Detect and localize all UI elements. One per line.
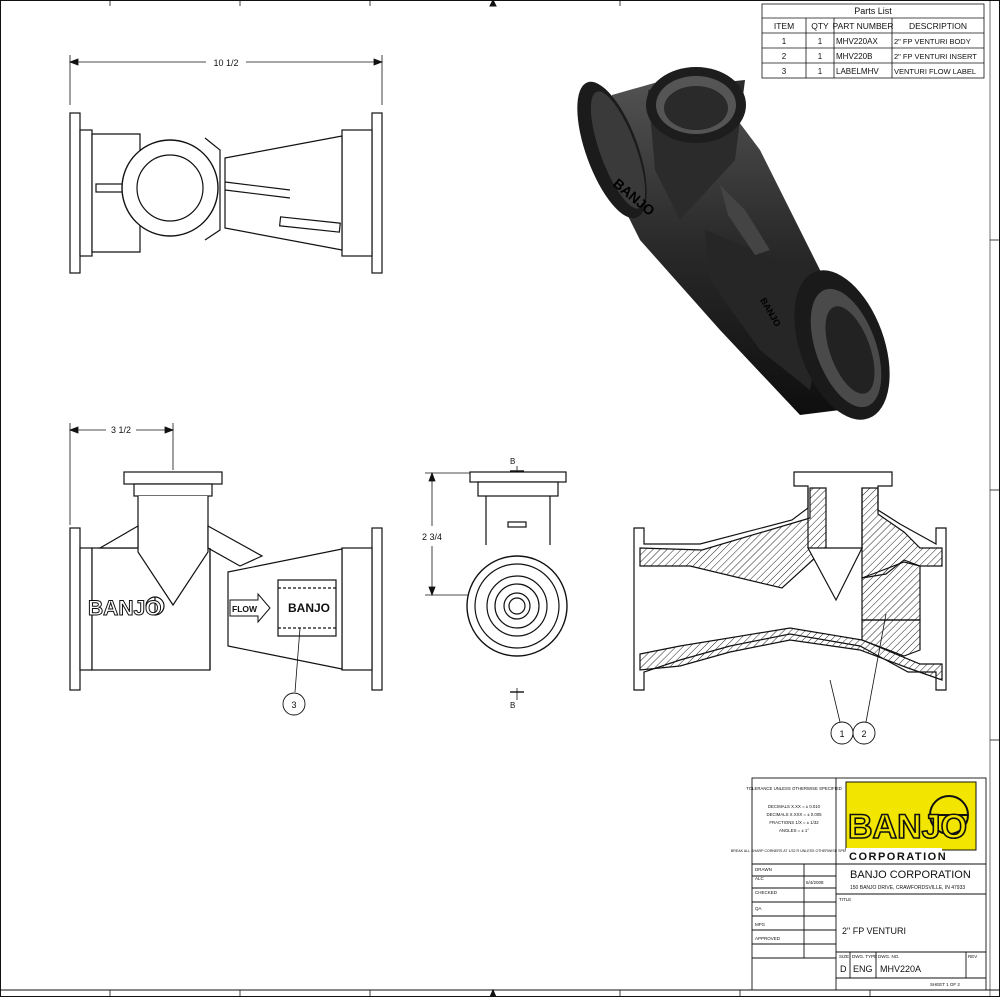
dwg-number: MHV220A	[880, 964, 921, 974]
logo-subtext: CORPORATION	[849, 851, 947, 863]
title-label: TITLE	[839, 897, 851, 902]
drawn-by: ALC	[755, 876, 765, 881]
dwg-type: ENG	[853, 964, 873, 974]
mfg-label: MFG	[755, 922, 765, 927]
tolerance-title: TOLERANCE UNLESS OTHERWISE SPECIFIED	[746, 786, 842, 791]
qa-label: QA	[755, 906, 762, 911]
parts-row-2-desc: 2" FP VENTURI INSERT	[894, 52, 977, 61]
drawn-date: 6/4/2008	[806, 880, 824, 885]
dimension-overall-length	[68, 55, 384, 105]
section-mark-top: B	[510, 457, 515, 466]
dimension-branch-offset	[68, 423, 175, 525]
section-mark-bottom: B	[510, 701, 515, 710]
parts-row-2-qty: 1	[818, 52, 823, 61]
parts-list-title: Parts List	[854, 6, 892, 16]
parts-row-3-desc: VENTURI FLOW LABEL	[894, 67, 976, 76]
dwg-type-label: DWG. TYPE	[852, 954, 877, 959]
company-address: 150 BANJO DRIVE, CRAWFORDSVILLE, IN 4793…	[850, 885, 965, 891]
parts-row-2-item: 2	[782, 52, 787, 61]
parts-row-3-qty: 1	[818, 67, 823, 76]
dwg-no-label: DWG. NO.	[878, 954, 900, 959]
parts-header-item: ITEM	[774, 21, 794, 31]
tolerance-line-1: DECIMALS X.XX = ± 0.010	[768, 804, 821, 809]
parts-row-3-item: 3	[782, 67, 787, 76]
parts-header-description: DESCRIPTION	[909, 21, 967, 31]
size-value: D	[840, 964, 847, 974]
front-label-brand-text: BANJO	[288, 601, 330, 615]
balloon-3-label: 3	[291, 700, 296, 710]
parts-row-1-qty: 1	[818, 37, 823, 46]
logo-text: BANJO	[848, 808, 967, 846]
parts-header-qty: QTY	[811, 21, 829, 31]
dimension-height-label: 2 3/4	[422, 532, 442, 542]
parts-row-3-part: LABELMHV	[836, 67, 879, 76]
parts-header-part-number: PART NUMBER	[833, 21, 894, 31]
top-view: 10 1/2	[68, 55, 384, 274]
title-block	[751, 777, 987, 991]
parts-row-2-part: MHV220B	[836, 52, 872, 61]
side-view: 2 3/4	[422, 466, 568, 700]
dimension-overall-length-label: 10 1/2	[213, 58, 238, 68]
drawn-label: DRAWN	[755, 867, 772, 872]
balloon-1-label: 1	[839, 729, 844, 739]
approved-label: APPROVED	[755, 936, 781, 941]
tolerance-note: BREAK ALL SHARP CORNERS AT 1/32 R UNLESS…	[731, 849, 858, 853]
isometric-render: BANJO BANJO	[577, 67, 890, 420]
sheet-label: SHEET 1 OF 2	[930, 982, 960, 987]
tolerance-line-2: DECIMALS X.XXX = ± 0.005	[766, 812, 822, 817]
part-title: 2" FP VENTURI	[842, 926, 906, 936]
front-brand-text: BANJO	[88, 597, 162, 620]
parts-row-1-desc: 2" FP VENTURI BODY	[894, 37, 971, 46]
banjo-logo: BANJO CORPORATION	[845, 781, 977, 863]
section-view	[633, 471, 947, 745]
tolerance-line-3: FRACTIONS 1/X = ± 1/32	[769, 820, 819, 825]
flow-label: FLOW	[232, 604, 258, 614]
dimension-branch-offset-label: 3 1/2	[111, 425, 131, 435]
balloon-2-label: 2	[861, 729, 866, 739]
parts-row-1-part: MHV220AX	[836, 37, 878, 46]
size-label: SIZE	[839, 954, 849, 959]
front-view: 3 1/2	[68, 423, 383, 716]
parts-row-1-item: 1	[782, 37, 787, 46]
parts-list-table	[761, 3, 985, 79]
company-name: BANJO CORPORATION	[850, 869, 971, 881]
rev-label: REV	[968, 954, 977, 959]
tolerance-line-4: ANGLES = ± 1°	[779, 828, 809, 833]
checked-label: CHECKED	[755, 890, 778, 895]
